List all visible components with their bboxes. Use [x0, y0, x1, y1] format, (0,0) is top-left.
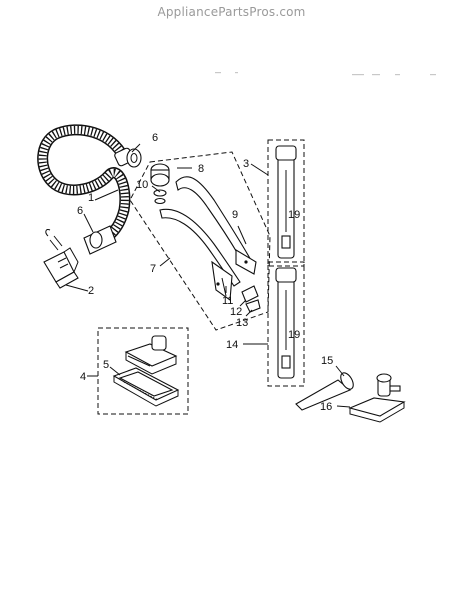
callout-19-lower: 19: [288, 329, 300, 341]
upholstery-tool: [348, 373, 406, 423]
scan-specks: [215, 72, 436, 76]
site-watermark: AppliancePartsPros.com: [157, 5, 306, 19]
callout-1: 1: [88, 192, 94, 204]
group-14-boundary: [267, 261, 305, 387]
callout-2: 2: [88, 285, 94, 297]
callout-8: 8: [198, 163, 204, 175]
leader-lines: [65, 143, 351, 408]
curved-wand: [159, 176, 261, 313]
callout-19-upper: 19: [288, 209, 300, 221]
callout-9: 9: [232, 209, 238, 221]
group-3-boundary: [267, 139, 305, 267]
hose-handle: [43, 229, 79, 289]
connector-top: [126, 148, 142, 168]
callout-14: 14: [226, 339, 238, 351]
group-4-boundary: [97, 327, 189, 415]
straight-wand-upper: [275, 145, 297, 259]
straight-wand-lower: [275, 267, 297, 379]
callout-6-top: 6: [152, 132, 158, 144]
brush-pad: [112, 367, 180, 407]
callout-6-lower: 6: [77, 205, 83, 217]
callout-12: 12: [230, 306, 242, 318]
callout-16: 16: [320, 401, 332, 413]
crevice-tool: [295, 372, 354, 411]
callout-11: 11: [222, 295, 233, 307]
callout-10: 10: [136, 179, 148, 191]
group-7-boundary: [129, 151, 271, 331]
callout-7: 7: [150, 263, 156, 275]
callout-13: 13: [236, 317, 248, 329]
callout-15: 15: [321, 355, 333, 367]
callout-4: 4: [80, 371, 86, 383]
callout-3: 3: [243, 158, 249, 170]
callout-5: 5: [103, 359, 109, 371]
floor-brush: [124, 335, 178, 375]
swivel-adapter: [150, 163, 170, 205]
